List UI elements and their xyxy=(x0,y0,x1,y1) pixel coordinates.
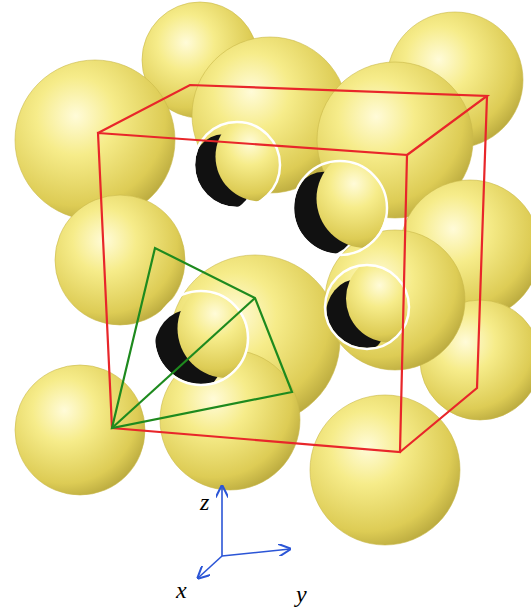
axes xyxy=(198,486,290,578)
unit-cell xyxy=(98,85,487,452)
atom-sphere xyxy=(15,60,175,220)
axis-label: y xyxy=(296,582,307,606)
interstitial-site xyxy=(154,279,276,394)
atom-spheres xyxy=(15,2,531,545)
atom-sphere xyxy=(310,395,460,545)
interstitial-site xyxy=(191,111,306,211)
tetrahedron xyxy=(112,248,292,428)
interstitial-site xyxy=(289,149,415,256)
interstitial-site xyxy=(325,255,434,355)
atom-sphere xyxy=(325,230,465,370)
axis-label: x xyxy=(176,578,187,602)
axis-label: z xyxy=(200,490,209,514)
